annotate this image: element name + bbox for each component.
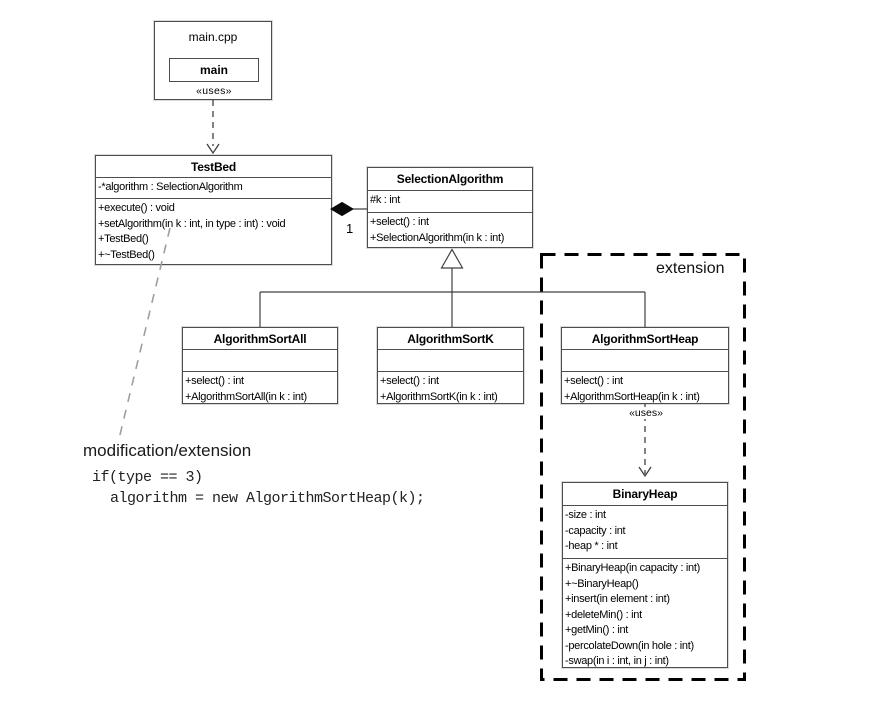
attribute-row: -*algorithm : SelectionAlgorithm: [98, 181, 243, 193]
attribute-row: #k : int: [370, 194, 401, 206]
uses-stereotype-heap: «uses»: [617, 407, 675, 419]
attribute-row: -heap * : int: [565, 540, 618, 552]
method-row: +select() : int: [185, 375, 244, 387]
composition-multiplicity-label: 1: [346, 221, 354, 236]
attribute-row: -size : int: [565, 509, 606, 521]
inheritance-triangle-icon: [440, 248, 464, 269]
method-row: -percolateDown(in hole : int): [565, 639, 694, 652]
binary-heap-attributes-section: -size : int -capacity : int -heap * : in…: [563, 506, 727, 559]
algorithm-sort-k-methods-section: +select() : int +AlgorithmSortK(in k : i…: [378, 372, 523, 405]
method-row: +~TestBed(): [98, 248, 155, 261]
class-algorithm-sort-k: AlgorithmSortK +select() : int +Algorith…: [377, 327, 524, 404]
algorithm-sort-all-attributes-section: [183, 350, 337, 372]
method-row: +setAlgorithm(in k : int, in type : int)…: [98, 217, 286, 230]
method-row: +TestBed(): [98, 233, 149, 245]
algorithm-sort-all-methods-section: +select() : int +AlgorithmSortAll(in k :…: [183, 372, 337, 405]
open-arrowhead-icon: [638, 466, 652, 478]
method-row: +select() : int: [380, 375, 439, 387]
annotation-code-line-2: algorithm = new AlgorithmSortHeap(k);: [110, 490, 425, 507]
binary-heap-title: BinaryHeap: [563, 483, 727, 506]
method-row: -swap(in i : int, in j : int): [565, 655, 669, 667]
method-row: +AlgorithmSortK(in k : int): [380, 390, 498, 403]
testbed-title: TestBed: [96, 156, 331, 178]
algorithm-sort-heap-title: AlgorithmSortHeap: [562, 328, 728, 350]
method-row: +select() : int: [370, 216, 429, 228]
composition-diamond-icon: [330, 201, 354, 217]
testbed-attributes-section: -*algorithm : SelectionAlgorithm: [96, 178, 331, 199]
class-binary-heap: BinaryHeap -size : int -capacity : int -…: [562, 482, 728, 668]
testbed-methods-section: +execute() : void +setAlgorithm(in k : i…: [96, 199, 331, 263]
method-row: +deleteMin() : int: [565, 608, 642, 621]
method-row: +AlgorithmSortAll(in k : int): [185, 390, 307, 403]
method-row: +select() : int: [564, 375, 623, 387]
algorithm-sort-all-title: AlgorithmSortAll: [183, 328, 337, 350]
algorithm-sort-k-attributes-section: [378, 350, 523, 372]
attribute-row: -capacity : int: [565, 524, 626, 537]
method-row: +insert(in element : int): [565, 593, 670, 605]
algorithm-sort-heap-attributes-section: [562, 350, 728, 372]
binary-heap-methods-section: +BinaryHeap(in capacity : int) +~BinaryH…: [563, 559, 727, 670]
annotation-code-line-1: if(type == 3): [92, 469, 203, 486]
open-arrowhead-icon: [206, 143, 220, 155]
method-row: +execute() : void: [98, 202, 175, 214]
main-cpp-title: main.cpp: [188, 30, 238, 44]
class-main-cpp: main.cpp main «uses»: [154, 21, 272, 100]
algorithm-sort-k-title: AlgorithmSortK: [378, 328, 523, 350]
method-row: +getMin() : int: [565, 624, 629, 636]
class-selection-algorithm: SelectionAlgorithm #k : int +select() : …: [367, 167, 533, 248]
class-testbed: TestBed -*algorithm : SelectionAlgorithm…: [95, 155, 332, 265]
selection-algorithm-title: SelectionAlgorithm: [368, 168, 532, 191]
annotation-title: modification/extension: [83, 441, 252, 460]
extension-boundary-label: extension: [656, 260, 725, 277]
method-row: +~BinaryHeap(): [565, 577, 639, 590]
method-row: +AlgorithmSortHeap(in k : int): [564, 390, 700, 403]
class-algorithm-sort-all: AlgorithmSortAll +select() : int +Algori…: [182, 327, 338, 404]
uses-stereotype-main: «uses»: [196, 85, 232, 97]
selection-algorithm-methods-section: +select() : int +SelectionAlgorithm(in k…: [368, 213, 532, 246]
class-algorithm-sort-heap: AlgorithmSortHeap +select() : int +Algor…: [561, 327, 729, 404]
main-function-label: main: [199, 63, 228, 77]
method-row: +BinaryHeap(in capacity : int): [565, 562, 700, 574]
selection-algorithm-attributes-section: #k : int: [368, 191, 532, 213]
main-function-box: main: [169, 58, 259, 82]
method-row: +SelectionAlgorithm(in k : int): [370, 231, 505, 244]
algorithm-sort-heap-methods-section: +select() : int +AlgorithmSortHeap(in k …: [562, 372, 728, 405]
